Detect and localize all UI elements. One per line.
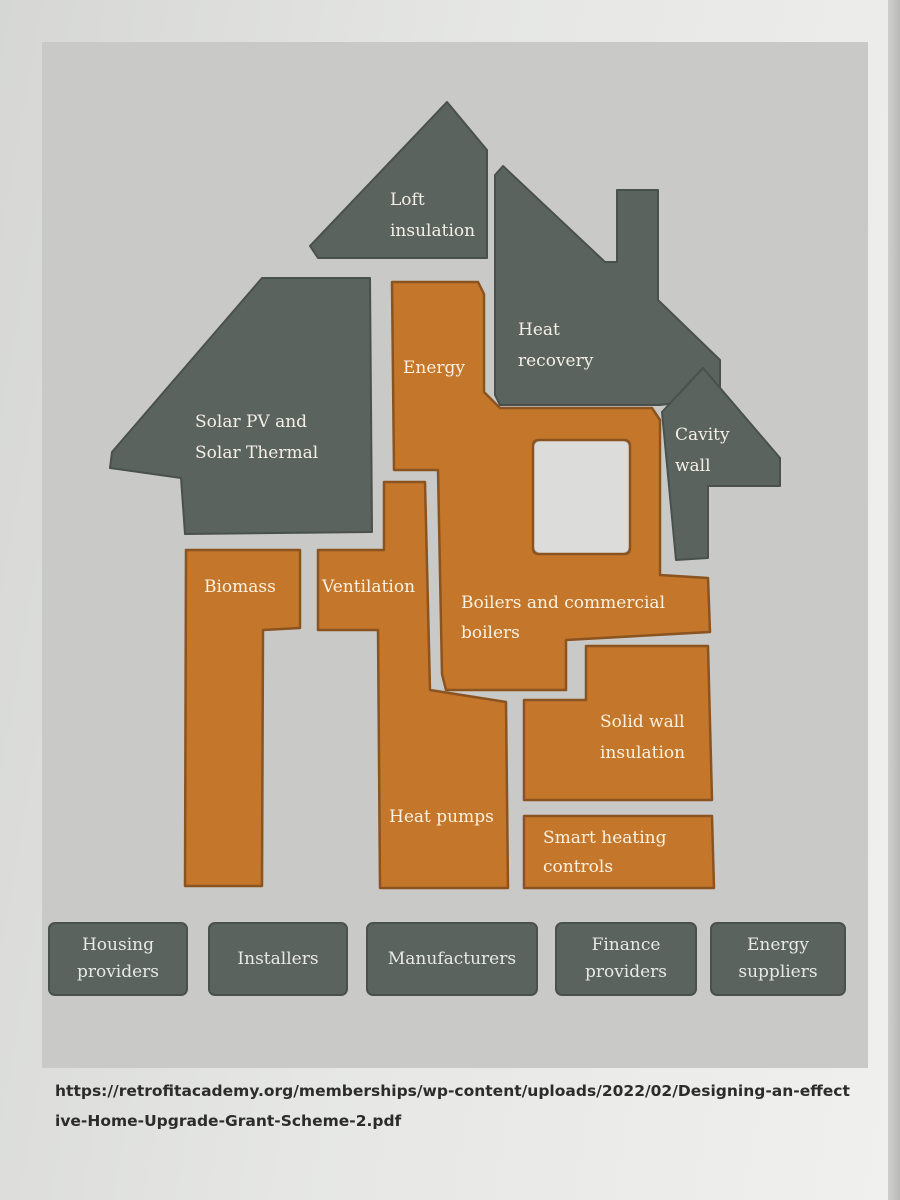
solar-label-line1: Solar PV and (195, 412, 307, 432)
loft-label-line1: Loft (390, 190, 425, 210)
heat-pumps-label: Heat pumps (389, 807, 494, 827)
stakeholder-finance-providers: Finance providers (555, 922, 697, 996)
biomass-label: Biomass (204, 577, 276, 597)
boilers-label-line2: boilers (461, 623, 520, 643)
energy-label: Energy (403, 358, 465, 378)
smart-heating-label-line1: Smart heating (543, 828, 667, 848)
smart-heating-label-line2: controls (543, 857, 613, 877)
solid-wall-label-line2: insulation (600, 743, 685, 763)
stakeholder-manufacturers: Manufacturers (366, 922, 538, 996)
heat-recovery-piece (494, 165, 721, 406)
solar-pv-piece (109, 277, 373, 535)
loft-insulation-piece (309, 101, 488, 259)
smart-heating-controls-piece (522, 814, 716, 890)
heat-recovery-label-line1: Heat (518, 320, 560, 340)
biomass-piece (183, 548, 302, 888)
source-url: https://retrofitacademy.org/memberships/… (55, 1082, 850, 1130)
ventilation-label: Ventilation (321, 577, 415, 597)
stakeholder-energy-suppliers: Energy suppliers (710, 922, 846, 996)
boilers-label-line1: Boilers and commercial (461, 593, 665, 613)
heat-recovery-label-line2: recovery (518, 351, 594, 371)
cavity-label-line2: wall (675, 456, 711, 476)
solar-label-line2: Solar Thermal (195, 443, 318, 463)
cavity-wall-piece (661, 367, 781, 561)
stakeholder-housing-providers: Housing providers (48, 922, 188, 996)
house-window (532, 439, 631, 555)
ventilation-heat-pumps-piece (316, 480, 510, 890)
loft-label-line2: insulation (390, 221, 475, 241)
energy-piece (390, 280, 712, 692)
stakeholder-installers: Installers (208, 922, 348, 996)
cavity-label-line1: Cavity (675, 425, 730, 445)
solid-wall-insulation-piece (522, 644, 714, 802)
screen-edge (888, 0, 900, 1200)
solid-wall-label-line1: Solid wall (600, 712, 685, 732)
